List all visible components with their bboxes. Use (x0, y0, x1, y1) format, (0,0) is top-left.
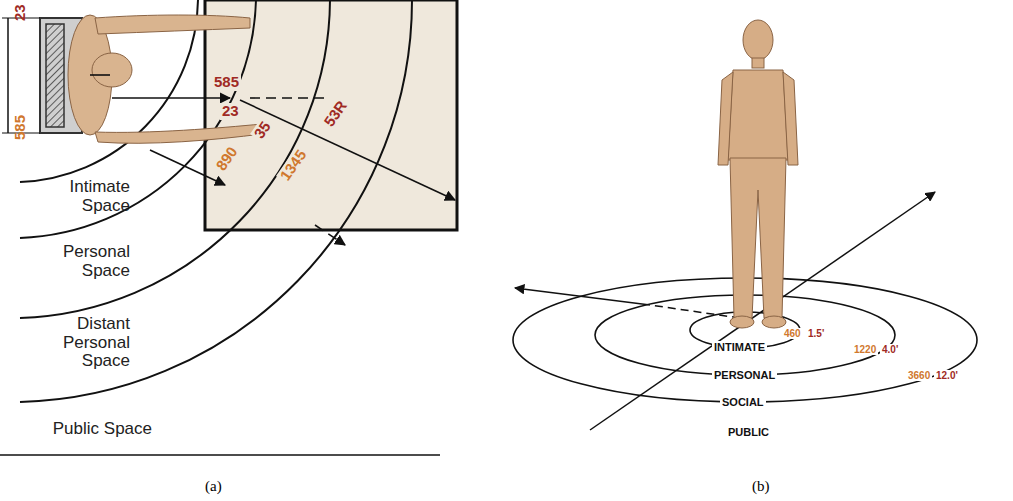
zone-label: Distant Personal Space (48, 315, 130, 371)
zone-label: Public Space (48, 420, 152, 439)
zone-label: INTIMATE (712, 341, 767, 353)
dimension: 1.5' (806, 328, 826, 339)
dimension: 23 (12, 4, 29, 21)
dimension: 12.0' (934, 370, 960, 381)
dimension: 585 (212, 74, 241, 91)
zone-label: PERSONAL (712, 369, 777, 381)
zone-label: SOCIAL (720, 396, 766, 408)
zone-label: PUBLIC (728, 426, 769, 438)
dimension: 4.0' (880, 344, 900, 355)
dimension: 3660 (906, 370, 932, 381)
dimension: 23 (220, 103, 241, 120)
caption-label: (b) (752, 478, 770, 495)
dimension: 1220 (852, 344, 878, 355)
caption-label: (a) (205, 478, 222, 495)
zone-label: Personal Space (48, 243, 130, 280)
dimension: 460 (782, 328, 803, 339)
zone-label: Intimate Space (48, 178, 130, 215)
dimension: 585 (12, 115, 29, 140)
